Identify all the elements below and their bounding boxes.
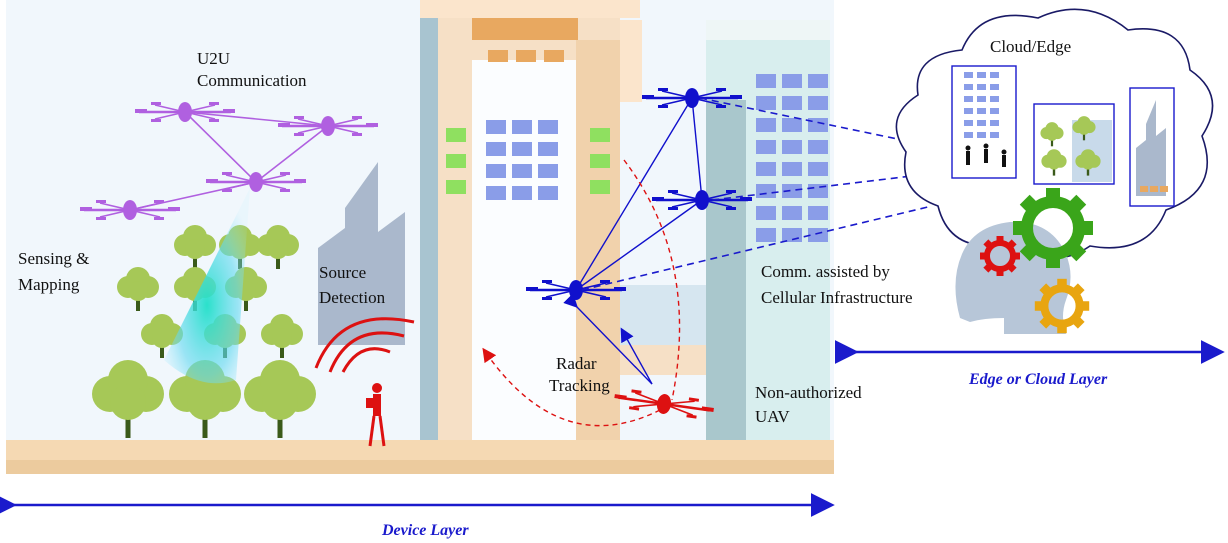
sensing-label-line1: Sensing & [18, 249, 89, 268]
cloud-park-card [1033, 103, 1115, 185]
ground [6, 440, 834, 474]
cellular-links [575, 97, 703, 291]
u2u-label-line2: Communication [197, 71, 307, 90]
source-label-line1: Source [319, 263, 366, 282]
cellular-building [620, 20, 830, 440]
device-layer-label: Device Layer [381, 522, 469, 539]
cloud-title: Cloud/Edge [990, 37, 1071, 56]
tracking-arc [623, 159, 681, 401]
factory-building [318, 162, 405, 345]
radar-arrow-head [620, 327, 653, 385]
u2u-label-line1: U2U [197, 49, 230, 68]
nonauth-label-line2: UAV [755, 407, 790, 426]
comm-label-line1: Comm. assisted by [761, 262, 890, 281]
sensing-beam [164, 188, 250, 384]
nonauth-label-line1: Non-authorized [755, 383, 862, 402]
comm-label-line2: Cellular Infrastructure [761, 288, 913, 307]
tracking-path [482, 347, 661, 427]
source-detector [314, 317, 415, 447]
sensing-label-line2: Mapping [18, 275, 80, 294]
source-label-line2: Detection [319, 288, 386, 307]
radar-arrow [563, 293, 653, 385]
central-building [420, 0, 642, 440]
cloud-links [581, 97, 933, 291]
cloud-factory-card [1129, 87, 1175, 207]
radar-label-line2: Tracking [549, 376, 610, 395]
edge-cloud-layer-label: Edge or Cloud Layer [968, 371, 1108, 388]
cloud-building-card [951, 65, 1017, 179]
radar-label-line1: Radar [556, 354, 597, 373]
